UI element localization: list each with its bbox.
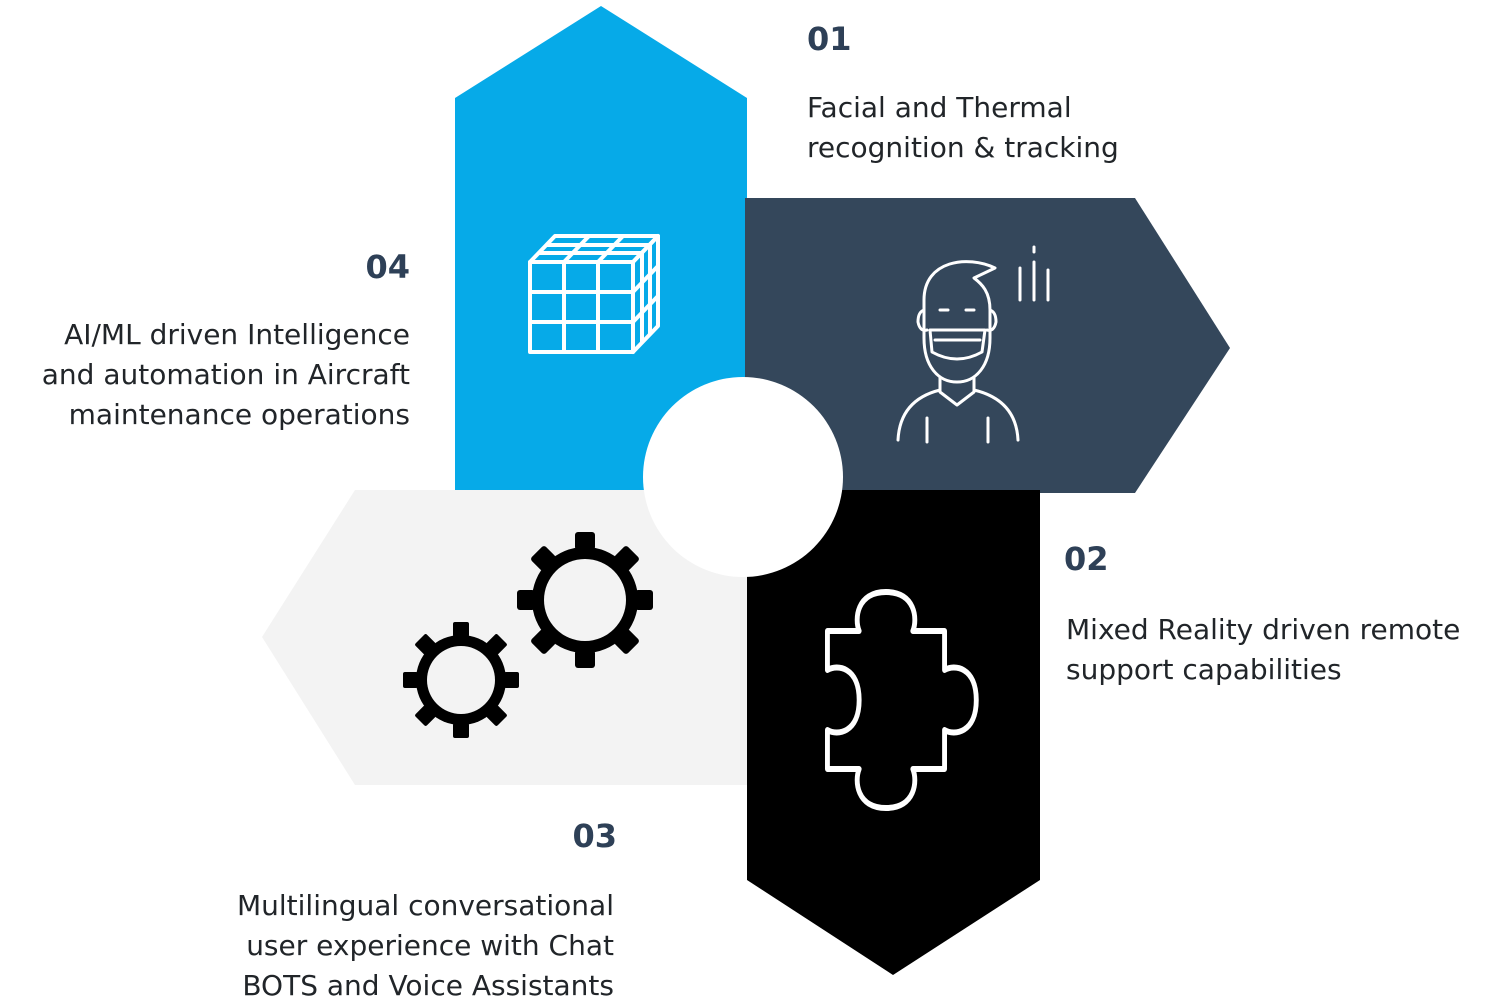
center-circle (643, 377, 843, 577)
item-01-description: Facial and Thermal recognition & trackin… (807, 88, 1119, 168)
item-04-description: AI/ML driven Intelligence and automation… (2, 315, 410, 435)
item-01-number: 01 (807, 20, 852, 58)
item-02-number: 02 (1064, 540, 1109, 578)
navy-right-arrow-shape (745, 198, 1230, 493)
black-down-arrow-shape (747, 490, 1040, 975)
item-04-number: 04 (365, 248, 410, 286)
item-03-line-1: Multilingual conversational (236, 889, 614, 922)
item-03-line-3: BOTS and Voice Assistants (242, 969, 614, 1002)
masked-person-icon (896, 245, 1050, 444)
item-01-line-1: Facial and Thermal (807, 91, 1072, 124)
item-04-line-1: AI/ML driven Intelligence (64, 318, 410, 351)
item-04-line-2: and automation in Aircraft (41, 358, 410, 391)
item-03-line-2: user experience with Chat (246, 929, 614, 962)
item-04-line-3: maintenance operations (68, 398, 410, 431)
item-02-line-2: support capabilities (1066, 653, 1342, 686)
item-01-line-2: recognition & tracking (807, 131, 1119, 164)
puzzle-piece-icon (824, 589, 979, 811)
item-02-line-1: Mixed Reality driven remote (1066, 613, 1461, 646)
item-02-description: Mixed Reality driven remote support capa… (1066, 610, 1460, 690)
item-03-description: Multilingual conversational user experie… (180, 886, 614, 1006)
item-03-number: 03 (572, 817, 617, 855)
blue-up-arrow-shape (455, 6, 747, 490)
gears-icon (403, 532, 653, 738)
cube-grid-icon (528, 234, 660, 354)
